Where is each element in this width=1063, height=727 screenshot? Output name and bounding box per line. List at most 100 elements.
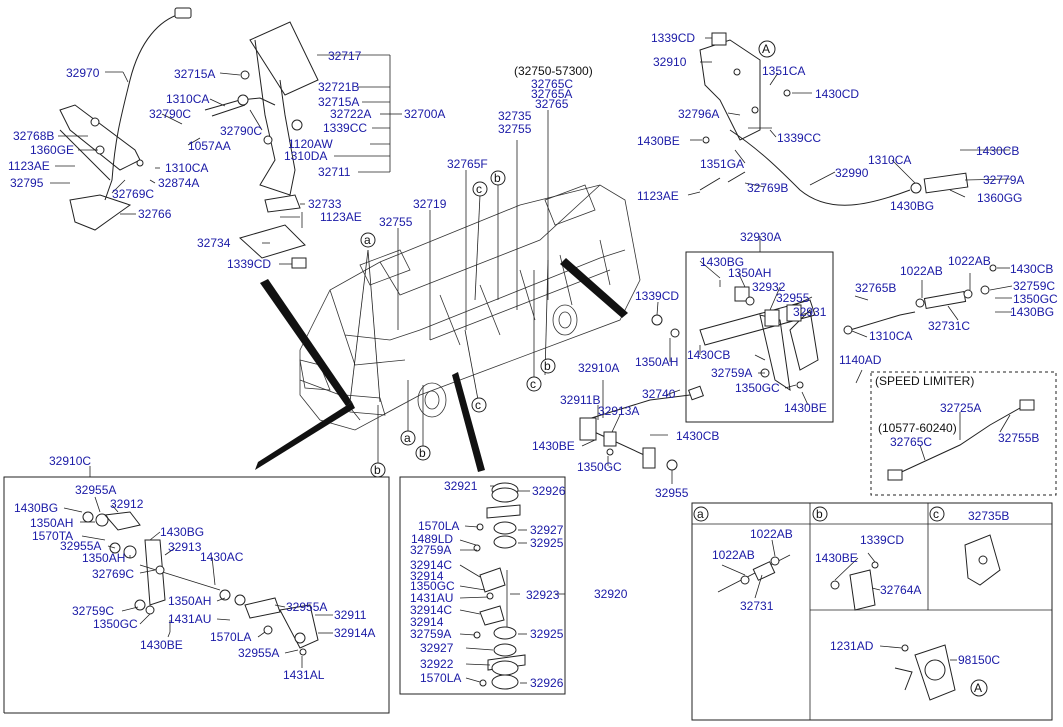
label-1430AC: 1430AC <box>200 550 244 564</box>
part-labels: 32970 32768B 1360GE 1123AE 32795 32790C … <box>8 31 1058 690</box>
label-32715A: 32715A <box>174 67 215 81</box>
cable-32970 <box>59 7 192 231</box>
callout-a-van1: a <box>360 232 376 248</box>
label-32927: 32927 <box>420 641 454 655</box>
svg-text:b: b <box>816 507 823 521</box>
label-32769C: 32769C <box>112 187 154 201</box>
label-32735B: 32735B <box>968 509 1009 523</box>
label-1339CD: 1339CD <box>651 31 695 45</box>
label-1231AD: 1231AD <box>830 639 874 653</box>
label-1431AU: 1431AU <box>168 612 211 626</box>
label-1022AB: 1022AB <box>712 548 755 562</box>
label-32955A: 32955A <box>60 539 101 553</box>
callout-b-van1: b <box>490 170 506 186</box>
label-1350AH: 1350AH <box>728 266 771 280</box>
label-32911B: 32911B <box>560 393 600 407</box>
label-32914: 32914 <box>410 569 444 583</box>
label-1570LA: 1570LA <box>210 630 251 644</box>
label-32922: 32922 <box>420 657 454 671</box>
label-32921: 32921 <box>444 479 478 493</box>
callout-b-box: b <box>812 506 828 522</box>
svg-text:b: b <box>419 446 426 460</box>
svg-text:A: A <box>974 681 982 695</box>
svg-text:a: a <box>404 431 411 445</box>
label-32920: 32920 <box>594 587 628 601</box>
label-32755: 32755 <box>379 215 413 229</box>
label-32911: 32911 <box>334 608 367 622</box>
svg-text:a: a <box>697 507 704 521</box>
label-1360GG: 1360GG <box>977 191 1022 205</box>
bracket-32910 <box>699 32 969 206</box>
label-32711: 32711 <box>318 165 351 179</box>
label-1310CA: 1310CA <box>166 92 209 106</box>
label-32925: 32925 <box>530 536 564 550</box>
label-1430CB: 1430CB <box>976 144 1019 158</box>
label-1360GE: 1360GE <box>30 143 74 157</box>
label-1310DA: 1310DA <box>284 149 327 163</box>
svg-text:b: b <box>544 359 551 373</box>
van-drawing <box>255 110 641 472</box>
label-32914A: 32914A <box>334 626 375 640</box>
speed-limiter-title: (SPEED LIMITER) <box>875 374 974 388</box>
label-32925: 32925 <box>530 627 564 641</box>
callout-A-bottom: A <box>970 679 988 697</box>
label-32927: 32927 <box>530 523 564 537</box>
label-1430BE: 1430BE <box>532 439 575 453</box>
label-32740: 32740 <box>642 387 676 401</box>
label-32721B: 32721B <box>318 80 359 94</box>
label-1310CA: 1310CA <box>165 161 208 175</box>
label-32733: 32733 <box>308 197 342 211</box>
label-1022AB: 1022AB <box>948 254 991 268</box>
label-1350AH: 1350AH <box>30 516 73 530</box>
callout-c-van3: c <box>471 397 487 413</box>
label-1430BE: 1430BE <box>784 401 827 415</box>
label-32700A: 32700A <box>404 107 445 121</box>
label-1123AE: 1123AE <box>8 159 50 173</box>
pedal-assembly-32700A <box>204 21 402 269</box>
callout-b-van3: b <box>415 445 431 461</box>
label-32955A: 32955A <box>286 600 327 614</box>
label-32725A: 32725A <box>940 401 981 415</box>
label-32734: 32734 <box>197 236 231 250</box>
label-32717: 32717 <box>328 49 362 63</box>
label-1022AB: 1022AB <box>900 264 943 278</box>
label-32790C: 32790C <box>149 107 191 121</box>
label-32765: 32765 <box>535 97 569 111</box>
label-1339CC: 1339CC <box>323 121 367 135</box>
label-1350GC: 1350GC <box>577 460 622 474</box>
label-1430BG: 1430BG <box>890 199 934 213</box>
callout-A-top: A <box>758 40 776 58</box>
label-32923: 32923 <box>526 588 560 602</box>
svg-text:c: c <box>475 398 481 412</box>
callout-c-van1: c <box>472 181 488 197</box>
label-32931: 32931 <box>793 305 827 319</box>
label-1022AB: 1022AB <box>750 527 793 541</box>
label-32970: 32970 <box>66 66 100 80</box>
label-32926: 32926 <box>532 484 566 498</box>
label-32764A: 32764A <box>880 583 921 597</box>
label-1350AH: 1350AH <box>168 594 211 608</box>
label-32926: 32926 <box>530 676 564 690</box>
detail-abc-parts <box>717 534 1001 701</box>
label-1339CD: 1339CD <box>635 289 679 303</box>
svg-text:c: c <box>530 377 536 391</box>
label-1351CA: 1351CA <box>762 64 805 78</box>
cable-32731C <box>843 264 997 335</box>
label-32955: 32955 <box>776 291 810 305</box>
label-32913A: 32913A <box>598 404 639 418</box>
label-32735: 32735 <box>498 109 532 123</box>
label-1123AE: 1123AE <box>320 210 362 224</box>
label-1339CC: 1339CC <box>777 131 821 145</box>
label-32769B: 32769B <box>747 181 788 195</box>
label-1570LA: 1570LA <box>418 519 459 533</box>
label-1430BE: 1430BE <box>140 638 183 652</box>
label-32731C: 32731C <box>928 319 970 333</box>
callout-a-box: a <box>693 506 709 522</box>
label-1350GC: 1350GC <box>1013 292 1058 306</box>
label-32759C: 32759C <box>72 604 114 618</box>
label-32914: 32914 <box>410 615 444 629</box>
label-1120AW: 1120AW <box>288 137 333 151</box>
label-32779A: 32779A <box>983 173 1024 187</box>
label-1430CB: 1430CB <box>1010 262 1053 276</box>
label-32990: 32990 <box>835 166 869 180</box>
